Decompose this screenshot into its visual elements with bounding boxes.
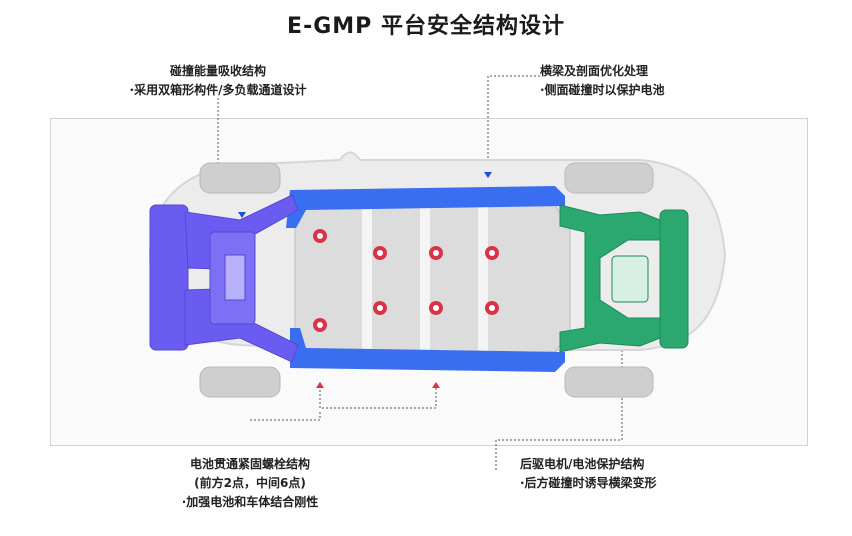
battery-cross-bars [362,198,488,358]
wheel-rear-right [564,366,654,398]
bolt-middle [485,246,499,260]
annotation-detail: ·加强电池和车体结合刚性 [181,495,319,509]
cross-bar [478,198,488,358]
front-bumper-beam [149,204,189,351]
leader-line-bottom-left [319,382,437,409]
battery-bolts [313,229,499,332]
annotation-detail: ·后方碰撞时诱导横梁变形 [520,476,657,490]
arrow-down-icon [238,212,246,218]
annotation-detail: (前方2点，中间6点) [194,476,306,490]
arrow-up-icon [618,336,626,342]
annotation-heading: 横梁及剖面优化处理 [540,64,649,78]
bolt-front-bottom [313,318,327,332]
annotation-heading: 后驱电机/电池保护结构 [520,457,645,471]
rear-bumper-beam [659,209,689,349]
wheels [199,162,654,398]
annotation-detail: ·采用双箱形构件/多负载通道设计 [129,83,307,97]
page-title: E-GMP 平台安全结构设计 [287,14,565,39]
annotation-detail: ·侧面碰撞时以保护电池 [540,83,665,97]
bolt-middle [429,301,443,315]
annotation-cross-member: 横梁及剖面优化处理 ·侧面碰撞时以保护电池 [540,62,740,100]
rear-crash-structure [559,204,689,353]
annotation-energy-absorption: 碰撞能量吸收结构 ·采用双箱形构件/多负载通道设计 [118,62,318,100]
leader-line-bottom-left-2 [250,410,321,421]
annotation-heading: 碰撞能量吸收结构 [169,64,266,78]
arrow-up-icon [432,382,440,388]
bolt-front-top [313,229,327,243]
bolt-middle [373,301,387,315]
side-sill-frame [286,186,565,372]
wheel-front-right [199,366,281,398]
front-subframe-cutout [224,254,246,301]
arrow-down-icon [484,172,492,178]
bolt-middle [373,246,387,260]
bolt-middle [485,301,499,315]
annotation-rear-protection: 后驱电机/电池保护结构 ·后方碰撞时诱导横梁变形 [520,455,740,493]
rear-motor-cutout [611,255,649,303]
arrow-up-icon [316,382,324,388]
pointer-arrows [238,172,626,388]
front-crash-structure [149,194,299,363]
sill-top [286,186,565,228]
battery-pack [294,204,571,353]
annotation-heading: 电池贯通紧固螺栓结构 [189,457,310,471]
wheel-rear-left [564,162,654,194]
cross-bar [362,198,372,358]
cross-bar [420,198,430,358]
annotation-battery-bolts: 电池贯通紧固螺栓结构 (前方2点，中间6点) ·加强电池和车体结合刚性 [150,455,350,512]
bolt-middle [429,246,443,260]
sill-bottom [290,328,565,372]
wheel-front-left [199,162,281,194]
leader-line-top-right [487,75,540,172]
